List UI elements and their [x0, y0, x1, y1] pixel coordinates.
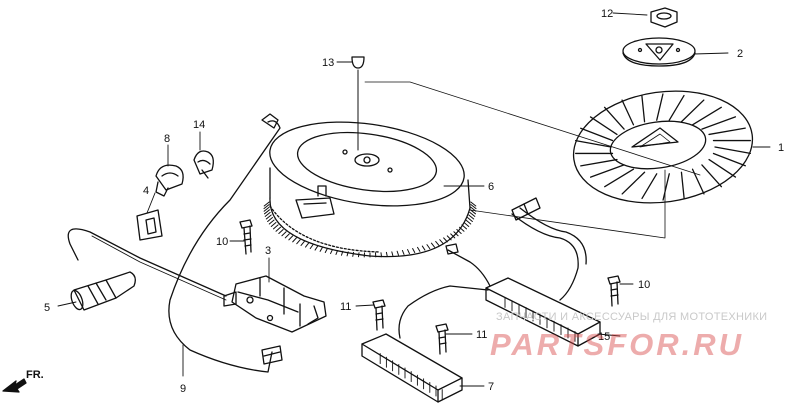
callout-13: 13: [322, 57, 334, 69]
spark-plug-wire: [67, 228, 227, 301]
callout-1: 1: [778, 142, 784, 154]
flywheel: [263, 121, 477, 258]
front-direction-arrow: [2, 378, 27, 393]
nut: [650, 7, 678, 28]
front-direction-label: FR.: [26, 369, 44, 381]
woodruff-key: [351, 56, 365, 69]
charge-coil-upper: [445, 197, 601, 347]
wire-clamp-8: [155, 164, 184, 197]
starter-pulley: [622, 37, 696, 67]
wire-clamp-14: [193, 150, 214, 179]
ignition-coil: [223, 275, 327, 333]
callout-10-right: 10: [638, 279, 650, 291]
callout-3: 3: [265, 245, 271, 257]
callout-11-upper: 11: [340, 301, 351, 313]
callout-11-lower: 11: [476, 329, 487, 341]
charge-coil-lower: [361, 285, 489, 403]
stop-switch-wire: [168, 113, 283, 373]
callout-10-left: 10: [216, 236, 228, 248]
callout-15: 15: [598, 331, 610, 343]
callout-2: 2: [737, 48, 743, 60]
bolt-11-lower: [435, 323, 449, 355]
callout-6: 6: [488, 181, 494, 193]
callout-7: 7: [488, 381, 494, 393]
callout-14: 14: [193, 119, 205, 131]
spark-plug-cap: [70, 271, 136, 311]
bolt-10-right: [607, 275, 621, 307]
watermark-caption: ЗАПЧАСТИ И АКСЕССУАРЫ ДЛЯ МОТОТЕХНИКИ: [496, 311, 768, 323]
watermark-logo: PARTSFOR.RU: [490, 327, 745, 362]
bolt-11-upper: [372, 299, 386, 331]
cooling-fan: [572, 90, 754, 204]
callout-5: 5: [44, 302, 50, 314]
callout-9: 9: [180, 383, 186, 395]
bolt-10-left: [239, 219, 253, 255]
callout-12: 12: [601, 8, 613, 20]
grommet: [136, 209, 163, 241]
callout-8: 8: [164, 133, 170, 145]
callout-4: 4: [143, 185, 149, 197]
